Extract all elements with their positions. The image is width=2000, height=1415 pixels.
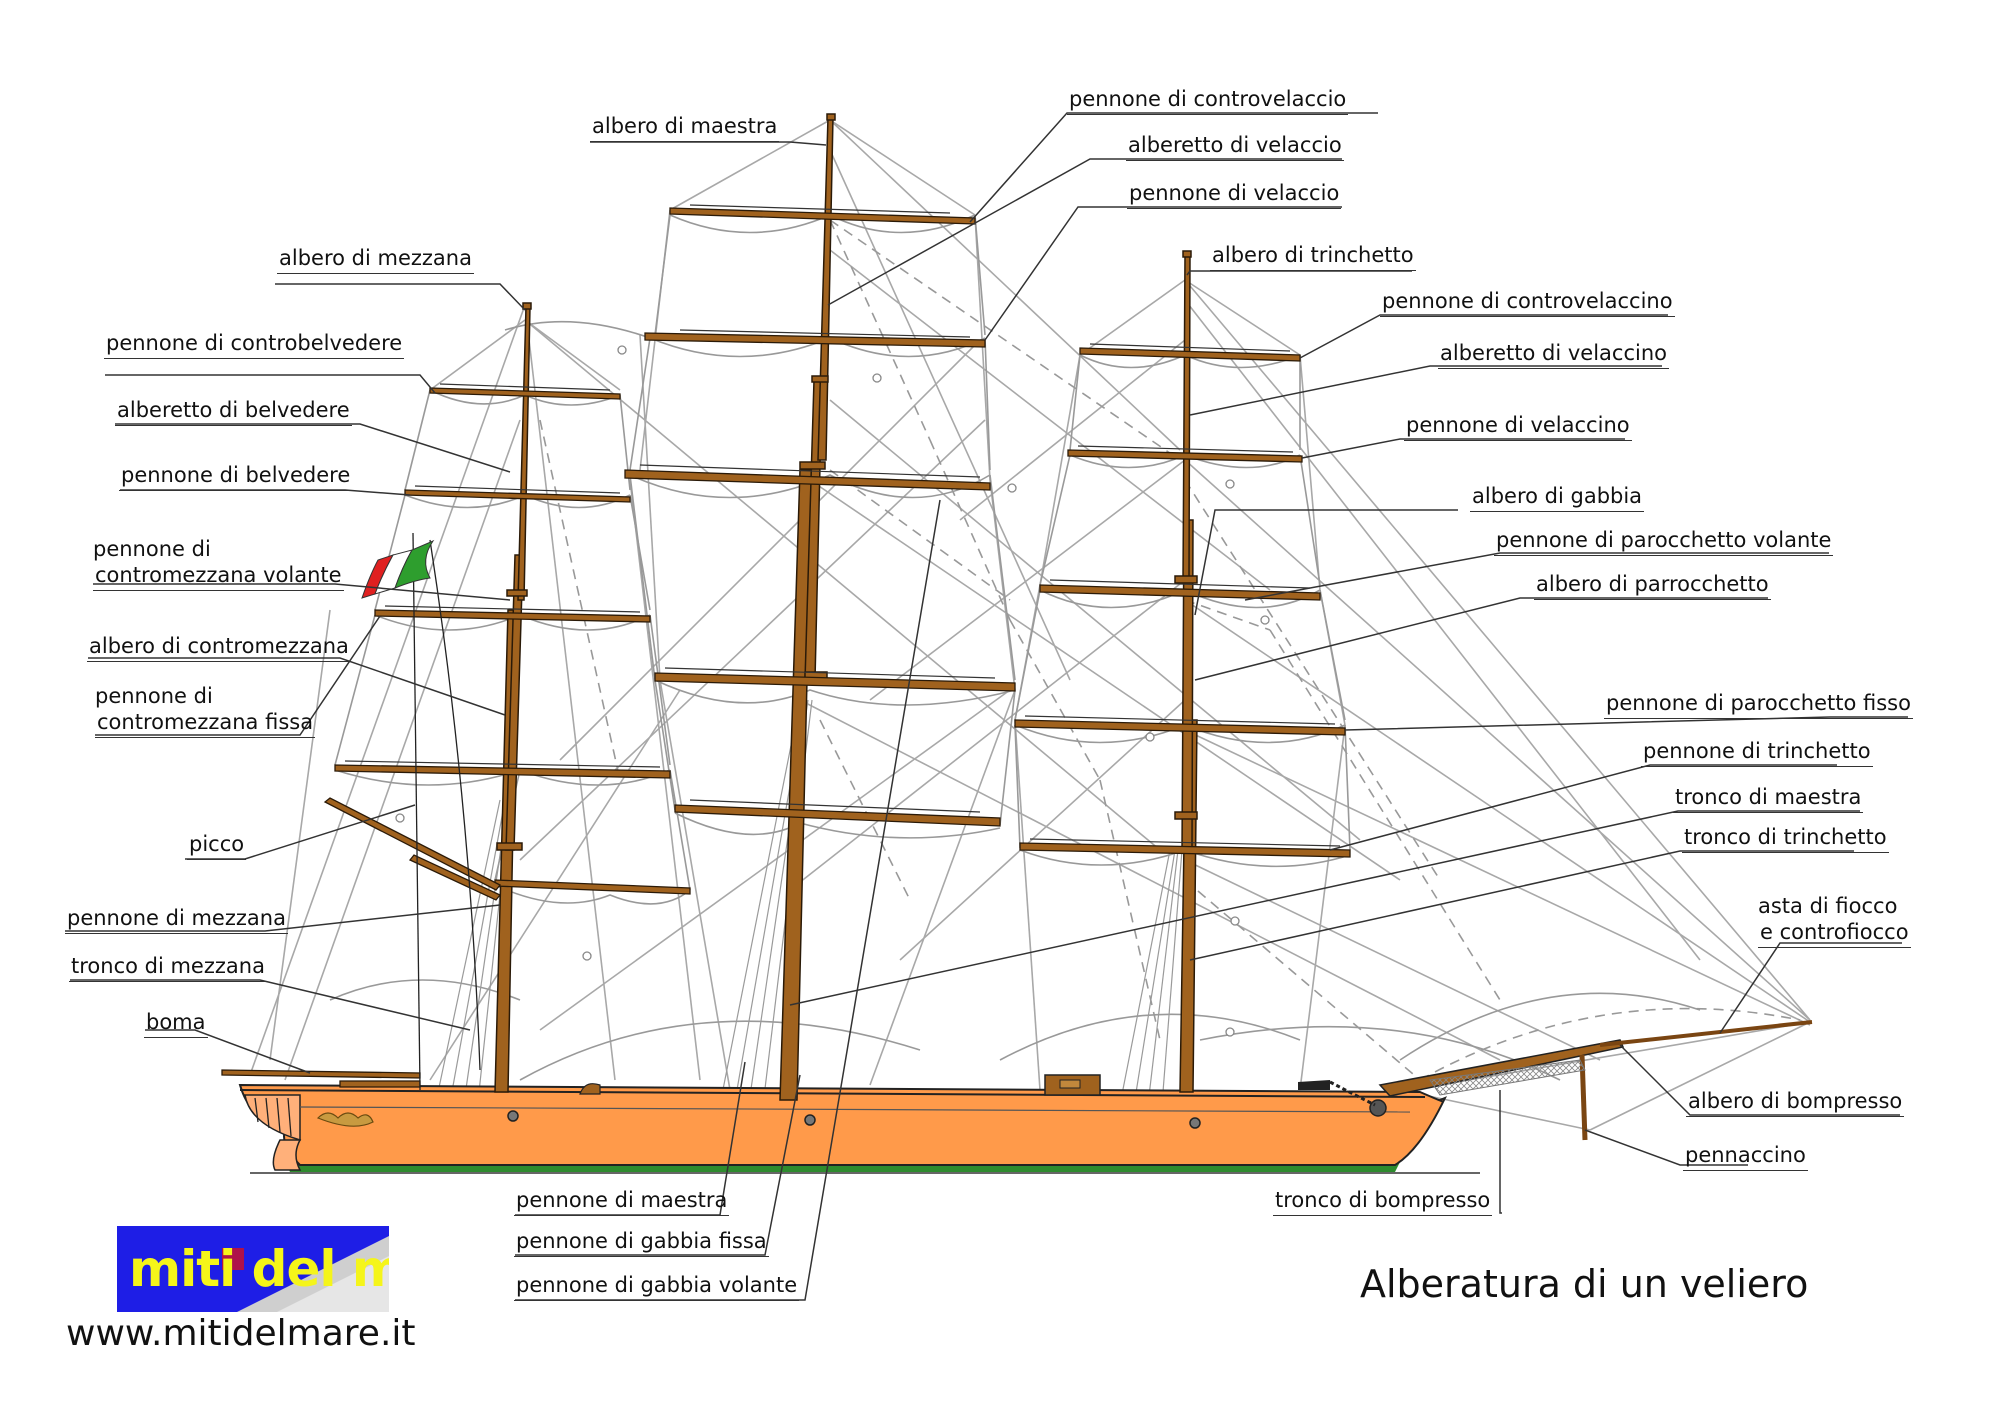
mizzen-mast-topgallant [517, 306, 531, 601]
jib-boom [1599, 1020, 1813, 1047]
label-pennone-di-cmv-line2: contromezzana volante [93, 562, 344, 591]
label-alberetto-di-velaccio: alberetto di velaccio [1126, 132, 1344, 161]
stern-ornament [316, 1112, 374, 1127]
label-e-controfiocco: e controfiocco [1758, 919, 1911, 948]
label-tronco-di-mezzana: tronco di mezzana [69, 953, 267, 982]
flag-green [394, 539, 435, 589]
label-pennone-di-cmf-line2: contromezzana fissa [95, 709, 316, 738]
label-pennone-di-controbelvedere: pennone di controbelvedere [104, 330, 405, 359]
sheer-line [299, 1106, 1411, 1113]
label-pennone-di-parocchetto-fisso: pennone di parocchetto fisso [1604, 690, 1913, 719]
yards [221, 207, 1351, 1088]
label-boma: boma [144, 1009, 208, 1038]
label-tronco-di-bompresso: tronco di bompresso [1273, 1187, 1493, 1216]
rigging-blocks [395, 345, 1270, 1037]
rudder [272, 1139, 302, 1171]
fore-mast-cap [1182, 250, 1192, 258]
label-pennone-di-cmv-line1: pennone di [93, 537, 211, 561]
diagram-title: Alberatura di un veliero [1360, 1262, 1809, 1306]
deck-house [579, 1083, 601, 1095]
deck-hatch-inner [1059, 1079, 1081, 1089]
logo-text: miti del mare [129, 1240, 389, 1298]
main-mast-cap [826, 113, 836, 121]
label-pennone-di-mezzana: pennone di mezzana [65, 905, 288, 934]
label-tronco-di-trinchetto: tronco di trinchetto [1682, 824, 1889, 853]
portholes [507, 1110, 1201, 1129]
logo[interactable]: miti del mare [117, 1226, 389, 1312]
windlass [1298, 1080, 1330, 1090]
fore-mast-topgallant [1182, 254, 1191, 581]
main-mast-lower [779, 469, 813, 1101]
label-pennone-di-velaccino: pennone di velaccino [1404, 412, 1632, 441]
label-albero-di-mezzana: albero di mezzana [277, 245, 474, 274]
label-picco: picco [187, 831, 247, 860]
flag-halyard-curve [429, 539, 481, 1071]
flag-halyard [412, 532, 421, 1091]
label-tronco-di-maestra: tronco di maestra [1673, 784, 1864, 813]
stern-gallery [244, 1094, 301, 1142]
label-pennone-di-controvelaccino: pennone di controvelaccino [1380, 288, 1675, 317]
label-albero-di-bompresso: albero di bompresso [1686, 1088, 1905, 1117]
anchor-hawse [1369, 1099, 1387, 1117]
logo-sail-icon [222, 1236, 389, 1312]
label-albero-di-contromezzana: albero di contromezzana [87, 633, 351, 662]
label-asta-di-fiocco: asta di fiocco [1758, 894, 1898, 918]
mizzen-mast-cap [522, 302, 532, 310]
label-pennone-di-trinchetto: pennone di trinchetto [1641, 738, 1873, 767]
dashed-stays [539, 219, 1801, 1081]
stern-windows [254, 1097, 292, 1137]
yard-fittings [344, 204, 1341, 847]
deck-line [239, 1089, 1426, 1098]
bowsprit [1378, 1039, 1625, 1097]
label-albero-di-gabbia: albero di gabbia [1470, 483, 1645, 512]
label-pennaccino: pennaccino [1683, 1142, 1808, 1171]
label-alberetto-di-velaccino: alberetto di velaccino [1438, 340, 1670, 369]
label-pennone-di-parocchetto-volante: pennone di parocchetto volante [1494, 527, 1834, 556]
label-pennone-di-maestra: pennone di maestra [514, 1187, 730, 1216]
label-albero-di-parrocchetto: albero di parrocchetto [1534, 571, 1771, 600]
label-alberetto-di-belvedere: alberetto di belvedere [115, 397, 352, 426]
label-pennone-di-gabbia-volante: pennone di gabbia volante [514, 1272, 800, 1301]
label-albero-di-trinchetto: albero di trinchetto [1210, 242, 1416, 271]
main-mast-topgallant [817, 116, 834, 461]
label-pennone-di-velaccio: pennone di velaccio [1127, 180, 1342, 209]
website-url[interactable]: www.mitidelmare.it [66, 1313, 416, 1354]
label-albero-di-maestra: albero di maestra [590, 113, 780, 142]
label-pennone-di-gabbia-fissa: pennone di gabbia fissa [514, 1228, 769, 1257]
label-pennone-di-controvelaccio: pennone di controvelaccio [1067, 86, 1349, 115]
rigging [249, 119, 1811, 1131]
bowsprit-net [1429, 1059, 1586, 1096]
label-pennone-di-cmf-line1: pennone di [95, 684, 213, 708]
label-pennone-di-belvedere: pennone di belvedere [119, 462, 353, 491]
